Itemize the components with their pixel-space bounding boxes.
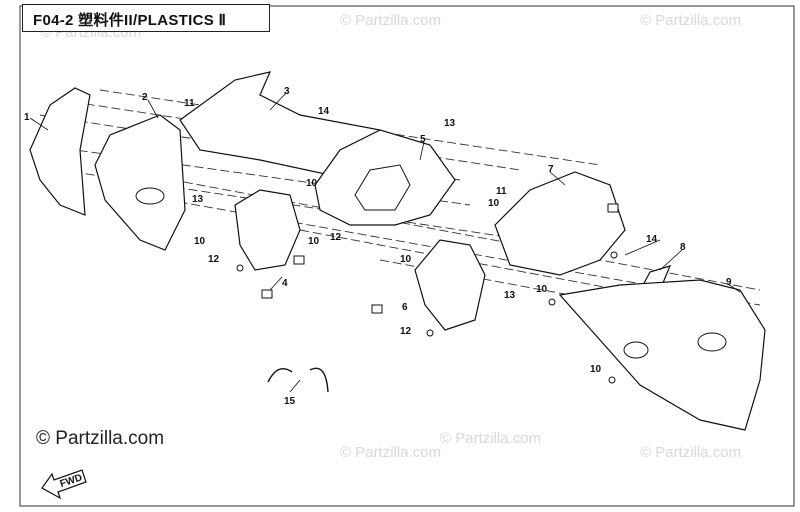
- rear-panel-hole: [623, 341, 649, 359]
- callout-10: 10: [536, 284, 548, 295]
- callout-11: 11: [184, 98, 195, 109]
- callout-13: 13: [192, 194, 204, 205]
- part-1-front-panel: [29, 87, 91, 216]
- callout-13: 13: [504, 290, 516, 301]
- callout-2: 2: [142, 92, 148, 103]
- fasteners: [236, 203, 619, 384]
- callout-4: 4: [282, 278, 288, 289]
- callout-3: 3: [284, 86, 290, 97]
- watermark: © Partzilla.com: [640, 12, 742, 29]
- callout-10: 10: [590, 364, 602, 375]
- copyright-text: © Partzilla.com: [36, 428, 165, 449]
- part-7-rear-upper-panel: [494, 171, 626, 276]
- diagram-title: F04-2 塑料件II/PLASTICS Ⅱ: [33, 12, 227, 29]
- part-2-side-panel: [94, 114, 186, 251]
- watermark: © Partzilla.com: [440, 430, 542, 447]
- part-3-upper-panel: [179, 71, 382, 176]
- part-9-rear-panel: [558, 279, 766, 431]
- watermark: © Partzilla.com: [640, 444, 742, 461]
- part-5-center-panel: [314, 129, 456, 226]
- leader-lines: [29, 92, 741, 393]
- callout-12: 12: [400, 326, 412, 337]
- callout-11: 11: [496, 186, 507, 197]
- center-panel-cutout: [354, 164, 411, 211]
- callout-15: 15: [284, 396, 296, 407]
- fwd-arrow-icon: FWD: [41, 469, 87, 500]
- callout-13: 13: [444, 118, 456, 129]
- callout-14: 14: [318, 106, 330, 117]
- callout-6: 6: [402, 302, 408, 313]
- part-15-clip: [309, 367, 329, 393]
- rear-panel-hole: [697, 332, 727, 352]
- callout-10: 10: [194, 236, 206, 247]
- callout-5: 5: [420, 134, 426, 145]
- callout-10: 10: [306, 178, 318, 189]
- callout-10: 10: [308, 236, 320, 247]
- callout-12: 12: [330, 232, 342, 243]
- part-15-clip: [267, 368, 293, 383]
- drawing-frame: [19, 5, 795, 507]
- callout-14: 14: [646, 234, 658, 245]
- callout-9: 9: [726, 277, 732, 288]
- vent-opening: [135, 187, 165, 205]
- callout-8: 8: [680, 242, 686, 253]
- watermark: © Partzilla.com: [340, 444, 442, 461]
- callout-12: 12: [208, 254, 220, 265]
- callout-10: 10: [400, 254, 412, 265]
- callout-7: 7: [548, 164, 554, 175]
- title-box: F04-2 塑料件II/PLASTICS Ⅱ: [22, 4, 270, 32]
- watermark: © Partzilla.com: [340, 12, 442, 29]
- part-4-inner-panel: [234, 189, 301, 271]
- callout-10: 10: [488, 198, 500, 209]
- part-6-lower-bracket: [414, 239, 486, 331]
- callout-1: 1: [24, 112, 30, 123]
